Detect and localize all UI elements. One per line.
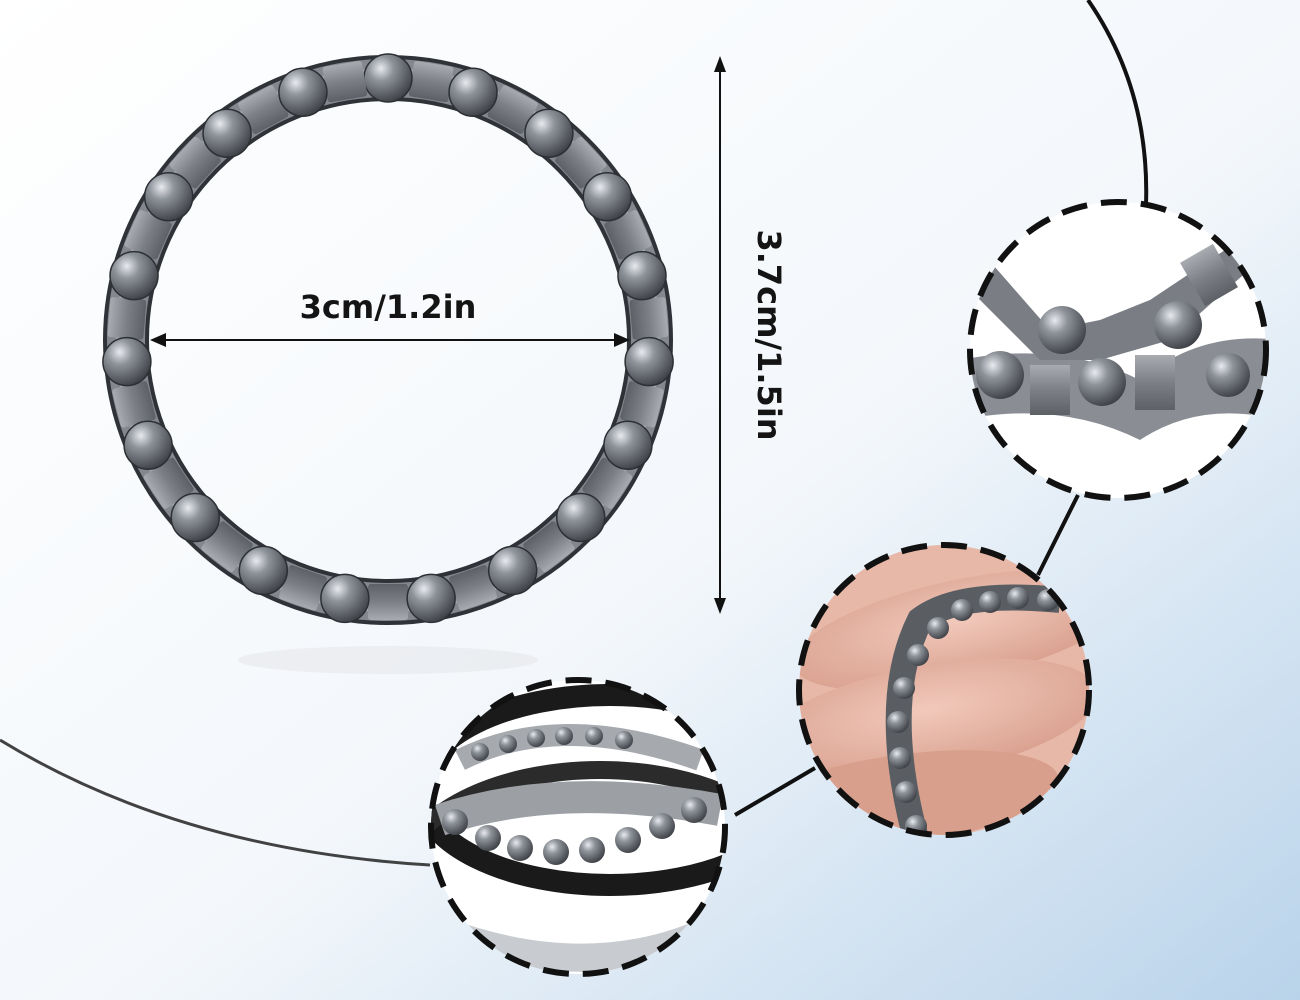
swoosh-curve <box>0 738 431 867</box>
bearing-ball <box>202 108 252 158</box>
width-dimension: 3cm/1.2in <box>150 288 630 347</box>
bearing-ball <box>278 67 328 117</box>
bearing-ball <box>487 545 538 596</box>
cage-segment <box>107 297 147 340</box>
bearing-ball <box>624 336 674 387</box>
cage-segment <box>368 584 408 620</box>
cage-segment <box>201 521 253 573</box>
bearing-ball <box>617 250 667 301</box>
cage-segment <box>238 85 289 134</box>
bearing-ball <box>143 171 194 222</box>
cage-segment <box>322 60 368 103</box>
connector-line-bottom <box>733 766 817 817</box>
cage-segment <box>582 457 633 509</box>
detail-closeup-top <box>967 199 1269 501</box>
bearing-ball <box>524 108 574 158</box>
bearing-ball <box>238 545 289 596</box>
bearing-ball <box>556 492 606 543</box>
cage-segment <box>620 381 664 428</box>
bearing-ball <box>363 53 413 103</box>
height-label: 3.7cm/1.5in <box>750 229 788 440</box>
bearing-ball <box>320 573 370 624</box>
cage-segment <box>169 136 221 189</box>
cage-segment <box>555 136 607 189</box>
detail-hand-middle <box>796 542 1092 838</box>
bearing-ball <box>448 67 498 117</box>
cage-segment <box>278 565 327 611</box>
bearing-ring-image <box>102 53 674 625</box>
cage-segment <box>143 457 194 509</box>
connector-line-top <box>1086 0 1149 206</box>
cage-segment <box>523 521 575 573</box>
bearing-ball <box>170 492 220 543</box>
height-dimension: 3.7cm/1.5in <box>714 56 788 614</box>
connector-line-middle <box>1036 494 1080 576</box>
bearing-ball <box>582 171 633 222</box>
ring-reflection <box>238 646 538 674</box>
cage-segment <box>449 565 498 611</box>
cage-segment <box>604 210 652 260</box>
bearing-ball <box>123 420 173 470</box>
bearing-ball <box>406 573 456 624</box>
bearing-ball <box>102 336 152 387</box>
cage-segment <box>124 210 172 260</box>
bearing-ball <box>603 420 653 470</box>
cage-segment <box>487 85 538 134</box>
cage-segment <box>112 381 156 428</box>
cage-segment <box>408 60 454 103</box>
cage-segment <box>629 297 669 340</box>
bearing-ball <box>109 250 159 301</box>
width-label: 3cm/1.2in <box>300 288 477 326</box>
